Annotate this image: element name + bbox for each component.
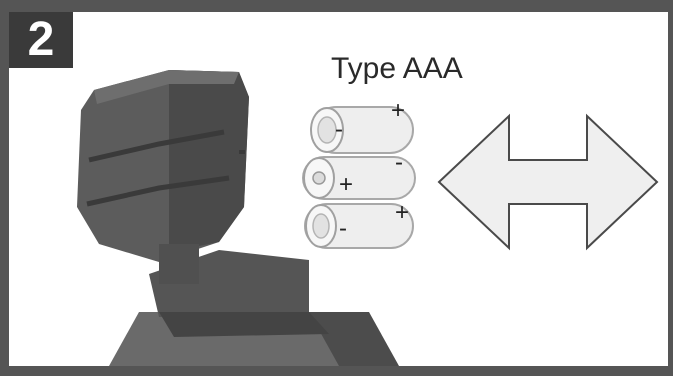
battery-2 [302,156,416,200]
battery-2-left-polarity: + [339,171,353,198]
double-headed-arrow-icon [437,113,659,251]
step-number-badge: 2 [9,12,73,68]
battery-2-right-polarity: - [395,149,403,176]
battery-1-right-polarity: + [391,97,405,124]
battery-1 [310,106,414,154]
battery-1-left-polarity: - [335,116,343,143]
battery-installation-illustration: - + + - - + [77,70,659,366]
battery-3 [304,203,414,249]
battery-3-right-polarity: + [395,199,409,226]
device-body [77,70,399,366]
battery-3-left-polarity: - [339,215,347,242]
illustration-panel: - + + - - + 2 Type AAA [9,12,668,366]
battery-type-label: Type AAA [331,52,463,85]
